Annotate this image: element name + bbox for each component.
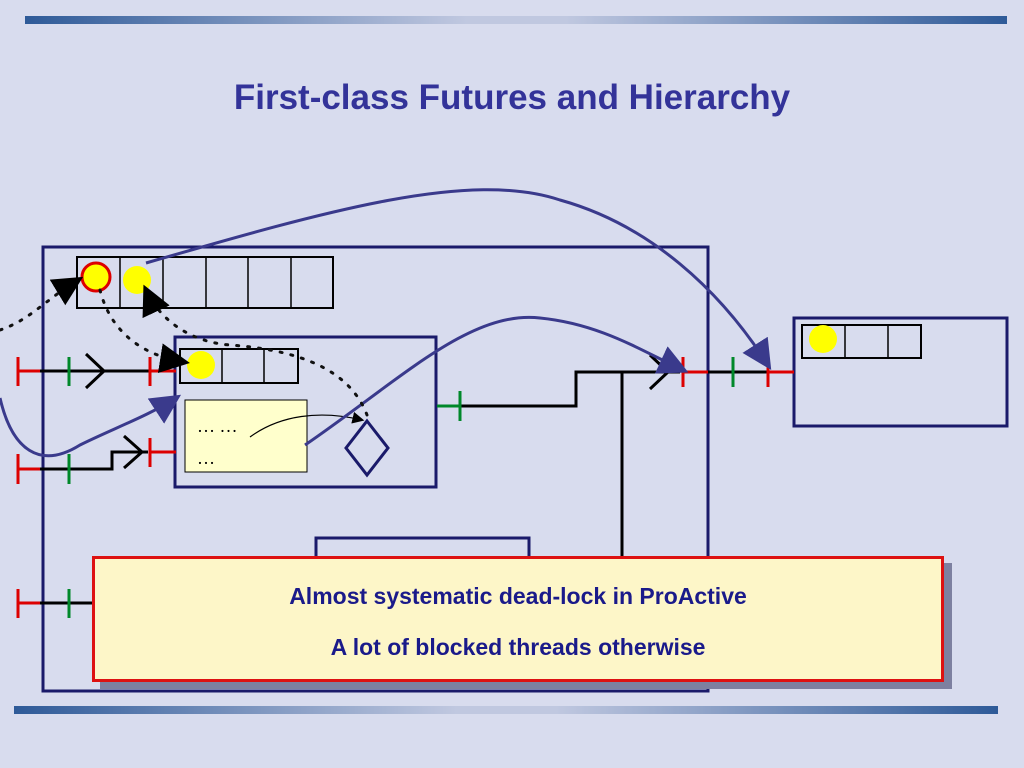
deadlock-callout: Almost systematic dead-lock in ProActive… — [92, 556, 944, 682]
future-circle-icon — [809, 325, 837, 353]
code-flow-arrow — [249, 411, 365, 438]
bottom-rule — [14, 706, 998, 714]
code-ellipsis-line1: … … — [197, 416, 238, 436]
third-component-box — [314, 536, 531, 556]
future-circle-icon — [123, 266, 151, 294]
remote-request-queue — [801, 324, 922, 359]
callout-line-1: Almost systematic dead-lock in ProActive — [289, 583, 747, 609]
wait-by-necessity-diamond-icon — [344, 418, 390, 478]
composite-request-queue — [76, 256, 334, 309]
server-interface-icon — [67, 357, 735, 618]
request-arrows — [0, 188, 772, 458]
slide-title: First-class Futures and Hierarchy — [233, 78, 791, 117]
future-circle-icon — [187, 351, 215, 379]
future-circle-icon — [80, 261, 112, 293]
callout-line-2: A lot of blocked threads otherwise — [330, 634, 706, 660]
future-flow-dotted — [0, 276, 369, 417]
code-body-box — [184, 399, 308, 473]
code-ellipsis-line2: … — [197, 448, 215, 468]
top-rule — [25, 16, 1007, 24]
